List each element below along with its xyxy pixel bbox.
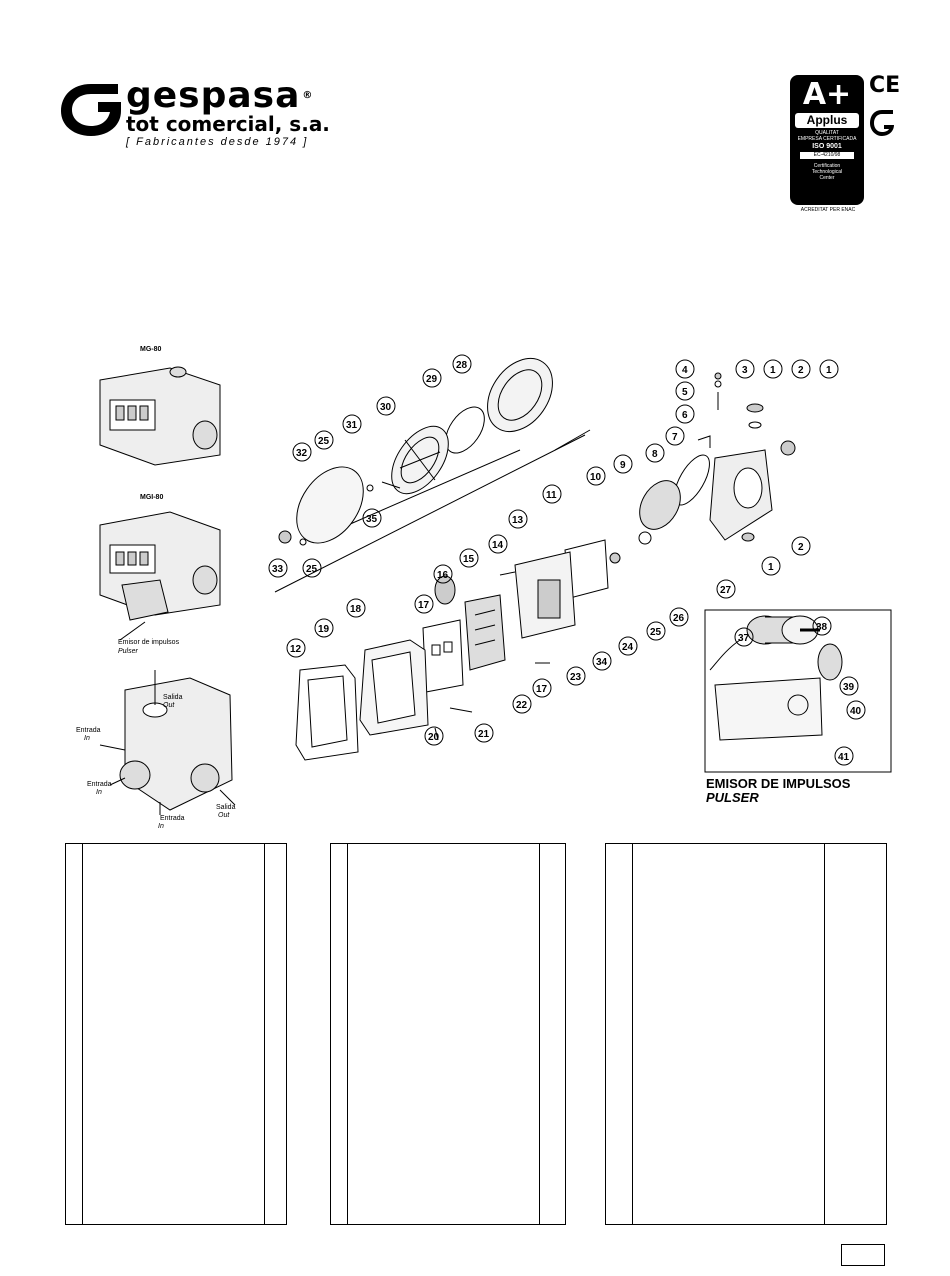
outlet-label-bottom-es: Salida: [216, 804, 236, 811]
svg-text:32: 32: [296, 448, 308, 459]
parts-table-1-col-qty: [264, 844, 265, 1224]
svg-text:8: 8: [652, 449, 658, 460]
svg-text:21: 21: [478, 729, 490, 740]
svg-text:25: 25: [306, 564, 318, 575]
ce-mark: CE: [869, 73, 901, 98]
svg-text:35: 35: [366, 514, 378, 525]
svg-text:14: 14: [492, 540, 504, 551]
svg-text:12: 12: [290, 644, 302, 655]
gespasa-emblem-icon: [61, 84, 121, 136]
cert-issuer: Applus: [795, 113, 859, 128]
svg-text:5: 5: [682, 387, 688, 398]
svg-text:39: 39: [843, 682, 855, 693]
meter-body-flow-illustration: [99, 670, 236, 815]
svg-text:16: 16: [437, 570, 449, 581]
svg-text:4: 4: [682, 365, 688, 376]
inlet-label-left-en: In: [84, 735, 90, 742]
cert-center-1: Certification: [813, 163, 841, 169]
svg-text:31: 31: [346, 420, 358, 431]
outlet-label-top-es: Salida: [163, 694, 183, 701]
outlet-label-top-en: Out: [163, 702, 175, 709]
cert-line2: EMPRESA CERTIFICADA: [797, 136, 857, 142]
parts-table-2-col-ref: [347, 844, 348, 1224]
iso-certification-badge: A+ Applus QUALITAT EMPRESA CERTIFICADA I…: [790, 75, 866, 215]
svg-text:15: 15: [463, 554, 475, 565]
svg-text:27: 27: [720, 585, 732, 596]
pulser-note-es: Emisor de impulsos: [118, 639, 180, 646]
svg-text:7: 7: [672, 432, 678, 443]
pulser-title-en: PULSER: [706, 790, 759, 805]
svg-text:22: 22: [516, 700, 528, 711]
meter-mg80-illustration: [99, 366, 221, 466]
svg-text:10: 10: [590, 472, 602, 483]
model-label-mg80: MG-80: [140, 346, 162, 353]
page-number-box: [841, 1244, 885, 1266]
cert-accreditation: ACREDITAT PER ENAC: [800, 207, 856, 213]
parts-table-1: [65, 843, 287, 1225]
svg-text:24: 24: [622, 642, 634, 653]
pulser-note-en: Pulser: [118, 648, 138, 655]
svg-text:25: 25: [318, 436, 330, 447]
svg-text:13: 13: [512, 515, 524, 526]
parts-table-3-col-qty: [824, 844, 825, 1224]
company-logo: gespasa® tot comercial, s.a. [ Fabricant…: [58, 76, 358, 156]
svg-text:9: 9: [620, 460, 626, 471]
svg-text:38: 38: [816, 622, 828, 633]
svg-text:2: 2: [798, 542, 804, 553]
svg-text:33: 33: [272, 564, 284, 575]
svg-text:34: 34: [596, 657, 608, 668]
svg-text:30: 30: [380, 402, 392, 413]
brand-name: gespasa®: [126, 75, 314, 116]
svg-text:17: 17: [536, 684, 548, 695]
company-name: tot comercial, s.a.: [126, 112, 330, 136]
model-label-mgi80: MGI-80: [140, 494, 164, 501]
svg-text:37: 37: [738, 633, 750, 644]
outlet-label-bottom-en: Out: [218, 812, 230, 819]
cert-grade: A+: [802, 77, 852, 112]
swirl-logo-icon: [870, 110, 894, 136]
svg-text:41: 41: [838, 752, 850, 763]
inlet-label-mid-es: Entrada: [87, 781, 112, 788]
tagline: [ Fabricantes desde 1974 ]: [126, 136, 309, 148]
svg-text:1: 1: [768, 562, 774, 573]
inlet-label-left-es: Entrada: [76, 727, 101, 734]
cert-standard: ISO 9001: [812, 143, 842, 150]
pulser-title-es: EMISOR DE IMPULSOS: [706, 776, 851, 791]
svg-text:18: 18: [350, 604, 362, 615]
pulser-box-title: EMISOR DE IMPULSOS PULSER: [706, 777, 850, 805]
cert-code: EC-4210/98: [800, 152, 854, 159]
cert-line1: QUALITAT: [815, 130, 839, 136]
parts-table-2: [330, 843, 566, 1225]
svg-text:29: 29: [426, 374, 438, 385]
svg-text:1: 1: [826, 365, 832, 376]
svg-text:20: 20: [428, 732, 440, 743]
svg-text:3: 3: [742, 365, 748, 376]
svg-text:40: 40: [850, 706, 862, 717]
svg-text:25: 25: [650, 627, 662, 638]
inlet-label-bottom-es: Entrada: [160, 815, 185, 822]
svg-text:2: 2: [798, 365, 804, 376]
svg-text:6: 6: [682, 410, 688, 421]
svg-text:17: 17: [418, 600, 430, 611]
parts-table-1-col-ref: [82, 844, 83, 1224]
inlet-label-mid-en: In: [96, 789, 102, 796]
svg-text:23: 23: [570, 672, 582, 683]
svg-text:28: 28: [456, 360, 468, 371]
parts-table-3: [605, 843, 887, 1225]
svg-text:19: 19: [318, 624, 330, 635]
parts-table-2-col-qty: [539, 844, 540, 1224]
cert-center-3: Center: [819, 175, 835, 181]
cert-center-2: Technological: [811, 169, 843, 175]
meter-mgi80-illustration: [99, 511, 221, 641]
svg-text:26: 26: [673, 613, 685, 624]
svg-text:1: 1: [770, 365, 776, 376]
svg-text:11: 11: [546, 490, 557, 501]
inlet-label-bottom-en: In: [158, 823, 164, 830]
parts-table-3-col-ref: [632, 844, 633, 1224]
